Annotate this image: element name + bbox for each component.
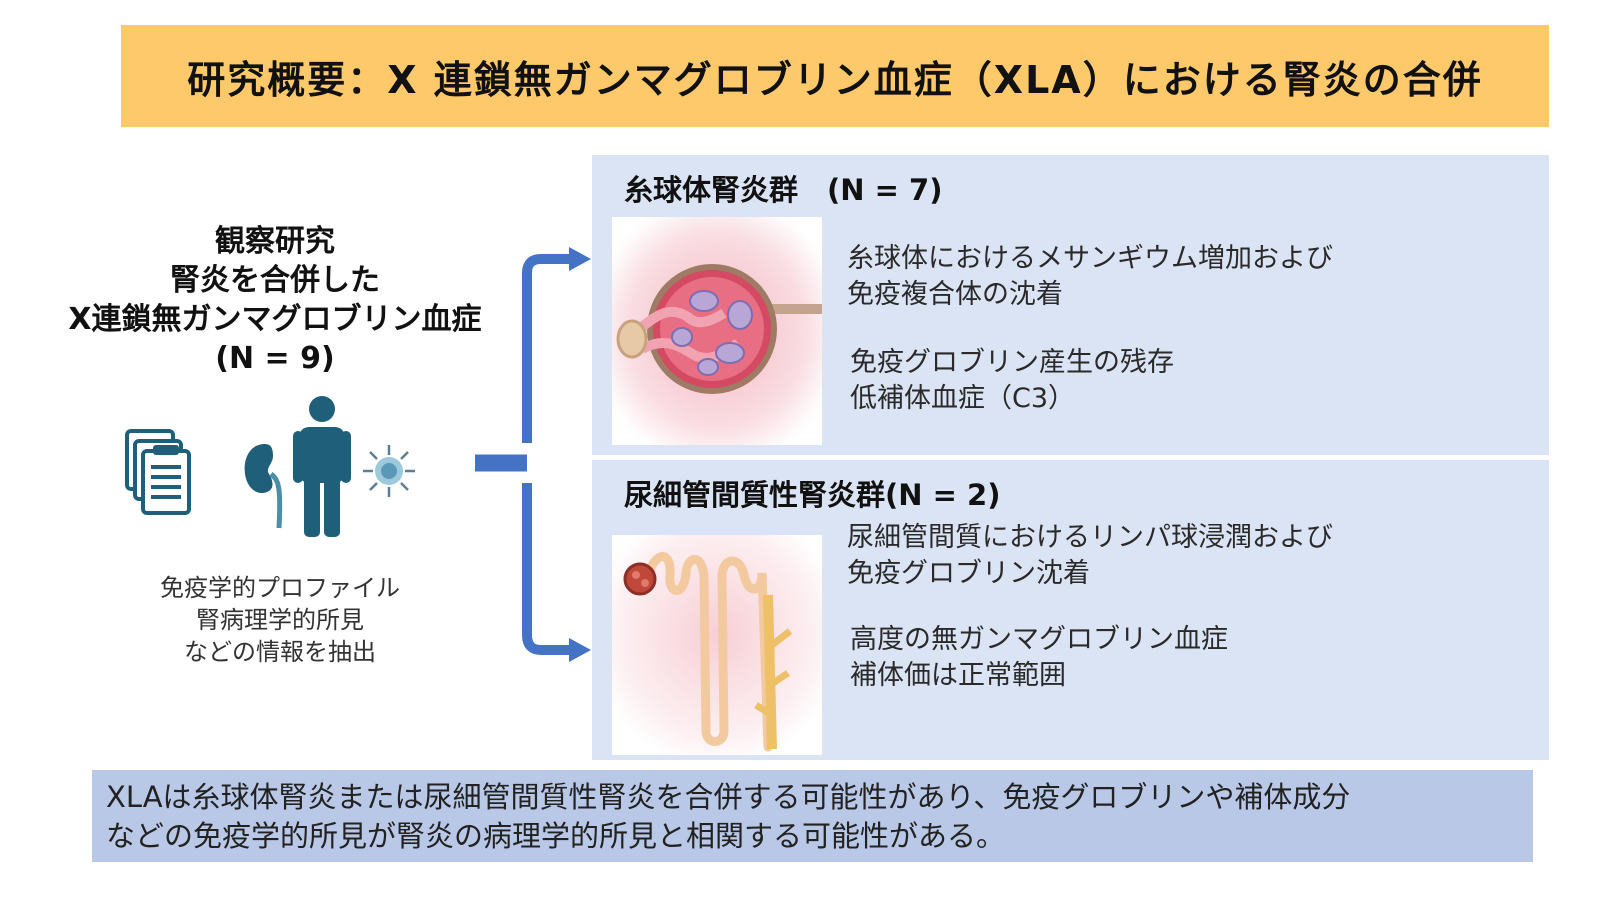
study-heading: 観察研究 腎炎を合併した X連鎖無ガンマグロブリン血症 (N = 9) [20, 222, 530, 378]
conclusion-box: XLAは糸球体腎炎または尿細管間質性腎炎を合併する可能性があり、免疫グロブリンや… [92, 770, 1533, 862]
nephron-tubule-illustration [612, 535, 822, 755]
branch-connector [475, 247, 591, 662]
caption-line: などの情報を抽出 [184, 638, 376, 666]
page-title: 研究概要：X 連鎖無ガンマグロブリン血症（XLA）における腎炎の合併 [187, 57, 1483, 102]
study-heading-line: (N = 9) [215, 341, 335, 376]
clipboard-icon [125, 429, 191, 515]
study-icons [125, 395, 425, 555]
conclusion-line: などの免疫学的所見が腎炎の病理学的所見と相関する可能性がある。 [106, 819, 1006, 853]
group-findings: 糸球体におけるメサンギウム増加および 免疫複合体の沈着 [847, 241, 1333, 313]
serology-line: 補体価は正常範囲 [850, 660, 1066, 691]
arrowhead-top [569, 247, 591, 271]
kidney-icon [244, 444, 283, 529]
caption-line: 免疫学的プロファイル [160, 574, 400, 602]
connector-branch-top [522, 254, 571, 443]
serology-line: 高度の無ガンマグロブリン血症 [850, 624, 1228, 655]
conclusion-line: XLAは糸球体腎炎または尿細管間質性腎炎を合併する可能性があり、免疫グロブリンや… [106, 780, 1351, 814]
study-heading-line: 観察研究 [215, 224, 335, 259]
group-serology: 免疫グロブリン産生の残存 低補体血症（C3） [850, 345, 1174, 417]
caption-line: 腎病理学的所見 [196, 606, 364, 634]
group-findings: 尿細管間質におけるリンパ球浸潤および 免疫グロブリン沈着 [847, 520, 1333, 592]
finding-line: 糸球体におけるメサンギウム増加および [847, 243, 1333, 274]
group-title: 糸球体腎炎群 (N = 7) [624, 173, 943, 207]
tubulointerstitial-nephritis-panel: 尿細管間質性腎炎群(N = 2) 尿細管間質におけるリンパ球浸潤および 免疫グロ… [592, 460, 1549, 760]
title-banner: 研究概要：X 連鎖無ガンマグロブリン血症（XLA）における腎炎の合併 [121, 25, 1549, 127]
group-serology: 高度の無ガンマグロブリン血症 補体価は正常範囲 [850, 622, 1228, 694]
arrowhead-bottom [569, 638, 591, 662]
serology-line: 低補体血症（C3） [850, 383, 1076, 414]
extraction-caption: 免疫学的プロファイル 腎病理学的所見 などの情報を抽出 [80, 572, 480, 668]
finding-line: 免疫複合体の沈着 [847, 279, 1063, 310]
immune-cell-icon [363, 445, 415, 497]
finding-line: 免疫グロブリン沈着 [847, 558, 1090, 589]
group-title: 尿細管間質性腎炎群(N = 2) [624, 478, 1001, 512]
finding-line: 尿細管間質におけるリンパ球浸潤および [847, 522, 1333, 553]
glomerulonephritis-panel: 糸球体腎炎群 (N = 7) [592, 155, 1549, 455]
connector-branch-bottom [522, 483, 571, 655]
person-icon [293, 396, 351, 537]
study-heading-line: 腎炎を合併した [170, 263, 380, 298]
serology-line: 免疫グロブリン産生の残存 [850, 347, 1174, 378]
study-heading-line: X連鎖無ガンマグロブリン血症 [68, 302, 482, 337]
glomerulus-illustration [612, 217, 822, 445]
